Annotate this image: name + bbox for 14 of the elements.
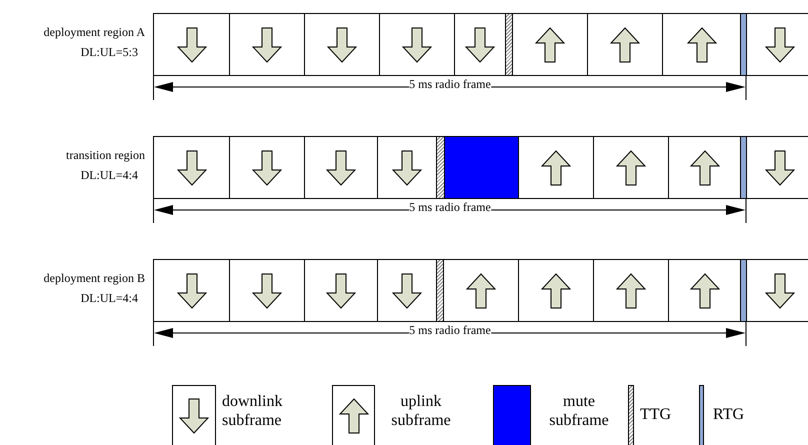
legend-text: mute subframe: [548, 392, 610, 430]
region-name: deployment region A: [44, 25, 145, 40]
legend-text: TTG: [640, 405, 672, 424]
legend-text: uplink subframe: [390, 392, 452, 430]
dimension-label: 5 ms radio frame: [409, 201, 491, 213]
legend-text: downlink subframe: [222, 392, 284, 430]
region-name: transition region: [66, 148, 145, 163]
ratio-label: DL:UL=4:4: [80, 291, 138, 306]
ratio-label: DL:UL=5:3: [80, 45, 138, 60]
dimension-label: 5 ms radio frame: [409, 78, 491, 90]
region-name: deployment region B: [44, 271, 145, 286]
legend-text: RTG: [713, 405, 746, 424]
dimension-label: 5 ms radio frame: [409, 324, 491, 336]
ratio-label: DL:UL=4:4: [80, 168, 138, 183]
